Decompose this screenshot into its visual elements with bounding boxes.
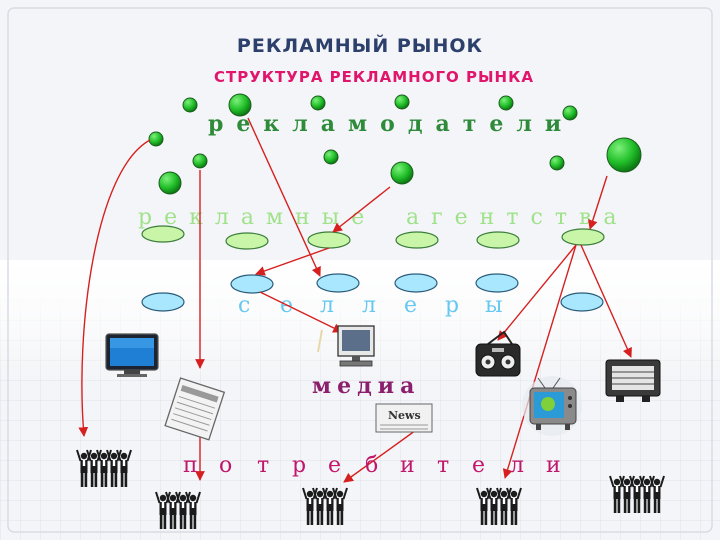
boombox-icon [475,330,521,377]
advertiser-circle [606,137,642,173]
advertiser-circle [394,94,410,110]
arrow-advertiser-to-seller [247,117,321,277]
news-icon: News [375,403,433,433]
label-sellers: с е л л е р ы [238,293,503,318]
advertiser-circle [323,149,339,165]
seller-ellipse [394,273,438,293]
consumers-letter: е [472,453,485,478]
label-agencies-2: агентства [406,205,629,230]
consumers-letter: е [328,453,341,478]
agency-ellipse [395,231,439,249]
consumers-letter: б [365,453,378,478]
seller-ellipse [316,273,360,293]
press-icon [605,359,661,402]
sellers-letter: р [445,293,459,318]
consumers-letter: л [510,453,524,478]
seller-ellipse [230,274,274,294]
agency-ellipses [141,225,605,250]
advertiser-circle [192,153,208,169]
advertiser-circle [310,95,326,111]
advertiser-circle [148,131,164,147]
consumers-letter: т [437,453,449,478]
slide-frame [7,7,713,533]
arrow-seller-to-computer [259,291,343,333]
advertiser-circle [498,95,514,111]
seller-ellipse [475,273,519,293]
news-text: News [388,409,421,422]
page-subtitle: СТРУКТУРА РЕКЛАМНОГО РЫНКА [214,68,534,86]
page-title: РЕКЛАМНЫЙ РЫНОК [237,34,483,57]
consumers-letter: п [183,453,198,478]
arrows [78,117,632,483]
seller-ellipse [560,292,604,312]
seller-ellipses [141,273,604,312]
advertiser-circle [390,161,414,185]
label-advertisers: рекламодатели [208,111,574,137]
advertiser-circle [182,97,198,113]
label-agencies-1: рекламные [138,205,376,230]
agency-ellipse [476,231,520,249]
consumers-letter: и [400,453,415,478]
newspaper-icon [164,377,226,441]
computer-icon [317,325,375,367]
advertiser-circles [148,93,642,195]
arrow-agency-to-press [580,244,632,358]
tv-icon [105,333,159,377]
consumers-letter: р [292,453,306,478]
sellers-letter: л [320,293,334,318]
arrow-agency-to-seller [255,247,330,276]
agency-ellipse [225,232,269,250]
sellers-letter: л [362,293,376,318]
agency-ellipse [141,225,185,243]
agency-ellipse [561,228,605,246]
label-media: медиа [312,373,420,399]
arrow-advertiser-to-consumers [78,139,151,437]
consumers-letter: и [546,453,561,478]
seller-ellipse [141,292,185,312]
arrow-agency-to-boombox [497,244,577,341]
advertiser-circle [158,171,182,195]
arrow-agency-to-consumers [502,244,577,479]
agency-ellipse [307,231,351,249]
advertiser-circle [562,105,578,121]
sellers-letter: е [404,293,417,318]
arrow-advertiser-to-agency [332,186,391,233]
sellers-letter: с [238,293,250,318]
consumers-letter: о [219,453,232,478]
advertiser-circle [228,93,252,117]
retro-tv-icon [522,376,582,436]
consumers-letter: т [257,453,269,478]
arrow-advertiser-to-agency-right [588,175,608,230]
label-consumers: п о т р е б и т е л и [183,453,561,478]
sellers-letter: ы [485,293,503,318]
advertiser-circle [549,155,565,171]
